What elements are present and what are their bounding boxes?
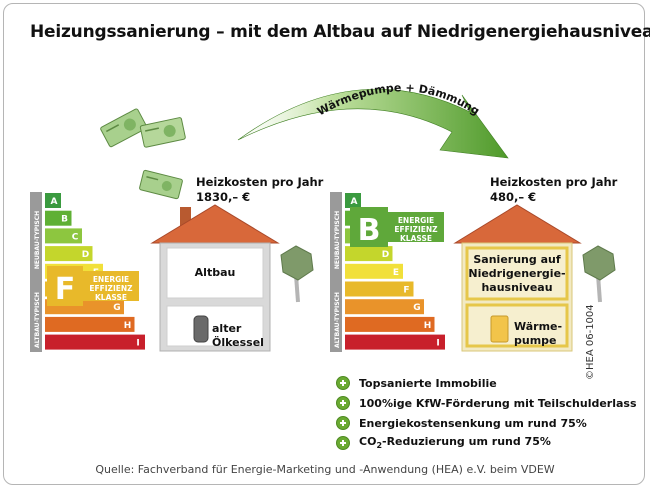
scale-left-bar-label-h: H <box>124 321 132 331</box>
scale-right-bar-label-h: H <box>424 321 432 331</box>
scale-right-bar-a <box>345 193 361 208</box>
tree-icon-right <box>582 245 616 303</box>
plus-icon <box>336 416 350 430</box>
house-new-label: Sanierung auf Niedrigenergie- hausniveau <box>468 253 566 294</box>
house-old-label: Altbau <box>194 266 236 279</box>
source-note: Quelle: Fachverband für Energie-Marketin… <box>95 463 555 476</box>
money-icon <box>100 108 186 200</box>
list-item: Energiekostensenkung um rund 75% <box>336 413 637 433</box>
badge-left-line2: EFFIZIENZ <box>89 284 133 293</box>
scale-top-label-right: NEUBAU-TYPISCH <box>334 211 341 269</box>
scale-left-bar-label-g: G <box>113 303 120 313</box>
scale-right-bar-h <box>345 316 435 332</box>
scale-left-bar-a <box>45 193 61 208</box>
badge-right-line2: EFFIZIENZ <box>394 225 438 234</box>
plus-icon <box>336 436 350 450</box>
scale-left-bar-label-c: C <box>72 232 79 242</box>
scale-left-bar-label-a: A <box>51 197 58 207</box>
scale-left-bar-label-d: D <box>82 250 89 260</box>
scale-top-label: NEUBAU-TYPISCH <box>34 211 41 269</box>
list-item: CO2-Reduzierung um rund 75% <box>336 433 637 453</box>
tree-icon <box>280 245 314 303</box>
scale-left-bar-label-b: B <box>61 215 68 225</box>
benefit-list: Topsanierte Immobilie 100%ige KfW-Förder… <box>336 373 637 453</box>
scale-left-bar-i <box>45 334 145 350</box>
badge-left-line3: KLASSE <box>95 293 127 302</box>
scale-left-bar-h <box>45 316 135 332</box>
scale-right-bar-label-i: I <box>436 339 439 349</box>
page-title: Heizungssanierung – mit dem Altbau auf N… <box>30 22 650 42</box>
list-item: 100%ige KfW-Förderung mit Teilschulderla… <box>336 393 637 413</box>
scale-bottom-label: ALTBAU-TYPISCH <box>34 292 41 348</box>
scale-right-bar-label-e: E <box>393 268 399 278</box>
class-letter-right: B <box>358 213 381 248</box>
curved-arrow <box>237 88 509 159</box>
plus-icon <box>336 396 350 410</box>
scale-left-bar-c <box>45 228 82 244</box>
heater-new-label: Wärme- pumpe <box>514 320 563 347</box>
scale-right-bar-d <box>345 246 393 262</box>
scale-left-bar-b <box>45 210 72 226</box>
scale-right-bar-i <box>345 334 445 350</box>
heater-old-label: alter Ölkessel <box>212 322 264 349</box>
copyright-note: ©HEA 06-1004 <box>585 304 596 380</box>
scale-right-bar-f <box>345 281 414 297</box>
cost-right: Heizkosten pro Jahr 480,– € <box>490 175 618 204</box>
frame <box>3 3 645 485</box>
scale-left-bar-label-i: I <box>136 339 139 349</box>
cost-left: Heizkosten pro Jahr 1830,– € <box>196 175 324 204</box>
energy-scale-right: NEUBAU-TYPISCH ALTBAU-TYPISCH ABCDEFGHI … <box>330 192 445 352</box>
house-new <box>453 204 582 352</box>
scale-right-bar-label-a: A <box>351 197 358 207</box>
scale-right-bar-g <box>345 299 424 315</box>
scale-bottom-label-right: ALTBAU-TYPISCH <box>334 292 341 348</box>
scale-right-bar-label-d: D <box>382 250 389 260</box>
scale-right-bar-label-f: F <box>403 286 409 296</box>
badge-right-line3: KLASSE <box>400 234 432 243</box>
energy-scale-left: NEUBAU-TYPISCH ALTBAU-TYPISCH ABCDEFGHI … <box>30 192 145 352</box>
scale-right-bar-label-g: G <box>413 303 420 313</box>
list-item: Topsanierte Immobilie <box>336 373 637 393</box>
scale-right-bar-e <box>345 263 403 279</box>
badge-right-line1: ENERGIE <box>398 216 434 225</box>
scale-left-bar-d <box>45 246 93 262</box>
badge-left-line1: ENERGIE <box>93 275 129 284</box>
class-letter-left: F <box>55 272 76 307</box>
plus-icon <box>336 376 350 390</box>
house-old <box>150 204 280 352</box>
